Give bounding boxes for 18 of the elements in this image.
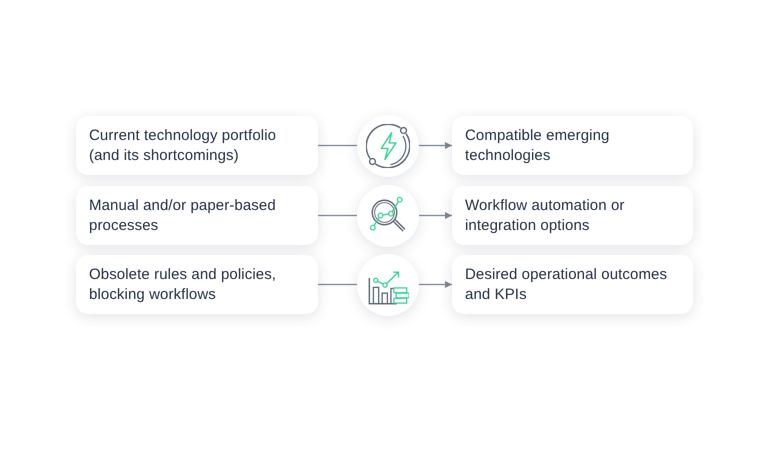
card-label: Manual and/or paper-based processes [89,196,277,236]
card-label: Compatible emerging technologies [465,126,610,166]
info-card [76,116,318,175]
connector-line [318,214,357,216]
info-card [76,186,318,245]
info-card [452,186,693,245]
info-card [76,255,318,314]
connector-line [318,144,357,146]
card-label: Desired operational outcomes and KPIs [465,264,668,304]
arrow [419,281,452,288]
card-label: Current technology portfolio (and its shortcomings) [89,126,278,166]
info-card [452,255,693,314]
arrow [419,142,452,149]
info-card [452,116,693,175]
arrow [419,212,452,219]
connector-line [318,284,357,286]
card-label: Workflow automation or integration options [465,196,626,236]
card-label: Obsolete rules and policies, blocking workflows [89,264,278,304]
